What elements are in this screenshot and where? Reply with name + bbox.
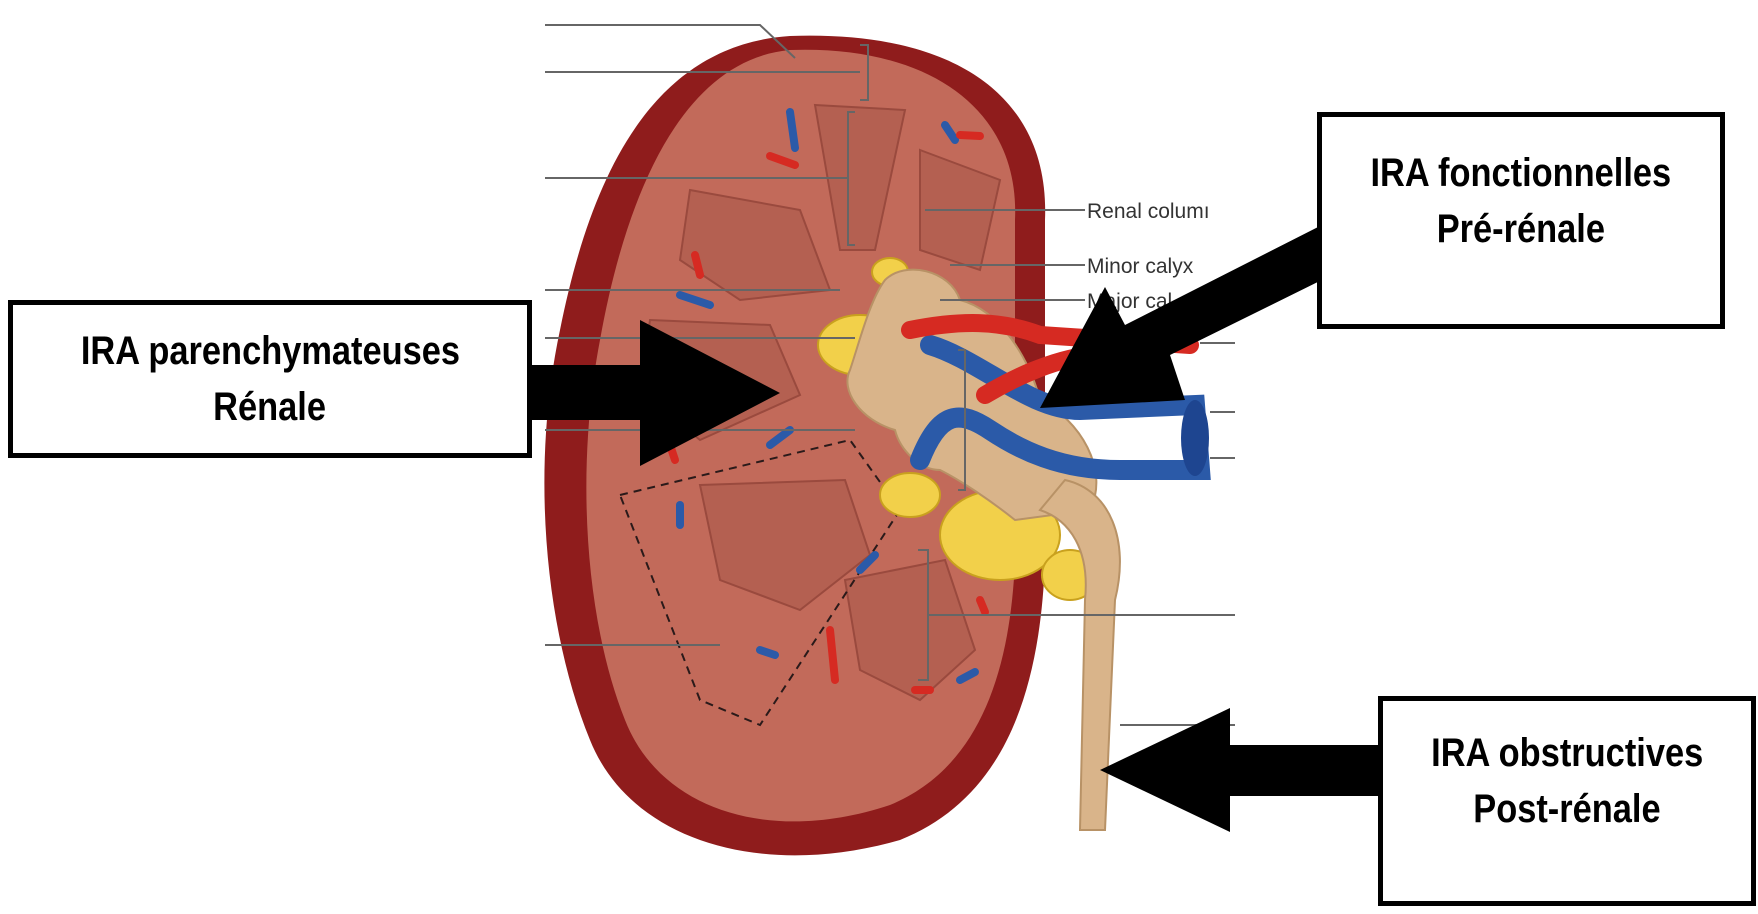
label-minor-calyx: Minor calyx xyxy=(1087,255,1194,278)
callout-renal: IRA parenchymateuses Rénale xyxy=(8,300,532,458)
callout-postrenal: IRA obstructives Post-rénale xyxy=(1378,696,1756,906)
callout-prerenal: IRA fonctionnelles Pré-rénale xyxy=(1317,112,1725,329)
callout-prerenal-subtitle: Pré-rénale xyxy=(1437,201,1605,257)
callout-postrenal-title: IRA obstructives xyxy=(1431,725,1703,781)
renal-vein-end xyxy=(1181,400,1209,476)
callout-renal-title: IRA parenchymateuses xyxy=(80,323,459,379)
callout-prerenal-title: IRA fonctionnelles xyxy=(1371,145,1672,201)
label-renal-column: Renal columı xyxy=(1087,200,1210,223)
callout-renal-subtitle: Rénale xyxy=(214,379,327,435)
callout-postrenal-subtitle: Post-rénale xyxy=(1473,781,1660,837)
